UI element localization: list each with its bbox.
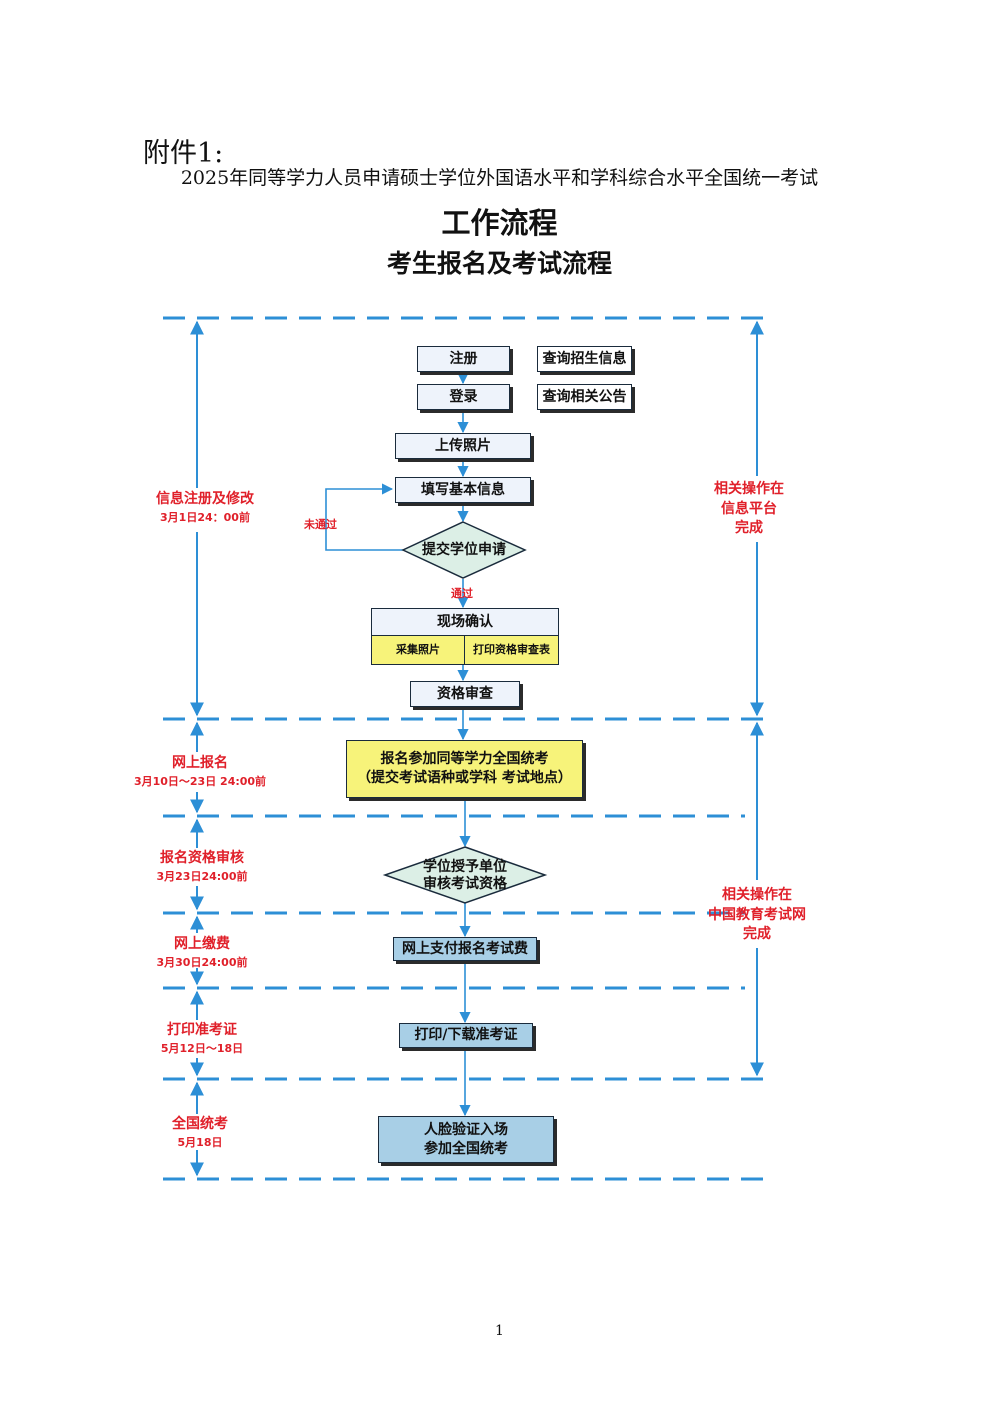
- degree-unit-review-label: 学位授予单位 审核考试资格: [395, 859, 535, 893]
- page-subtitle: 考生报名及考试流程: [386, 249, 612, 278]
- query-enrollment-box: 查询招生信息: [537, 346, 632, 372]
- stage-online-payment: 网上缴费 3月30日24:00前: [132, 936, 272, 970]
- stage-deadline: 3月30日24:00前: [156, 955, 248, 969]
- print-review-form-label: 打印资格审查表: [473, 642, 550, 656]
- note-neea-website: 相关操作在 中国教育考试网 完成: [687, 886, 827, 945]
- stage-separators: [163, 316, 768, 1181]
- collect-photo-box: 采集照片: [371, 635, 465, 665]
- online-signup-box: 报名参加同等学力全国统考 （提交考试语种或学科 考试地点）: [346, 740, 583, 798]
- note-info-platform: 相关操作在 信息平台 完成: [689, 480, 809, 539]
- decision-diamond-review: [382, 846, 548, 904]
- stage-deadline: 3月23日24:00前: [156, 869, 248, 883]
- query-notice-label: 查询相关公告: [542, 388, 627, 405]
- collect-photo-label: 采集照片: [396, 642, 440, 656]
- stage-label: 网上报名: [172, 755, 228, 771]
- stage-deadline: 3月1日24：00前: [160, 510, 250, 524]
- stage-label: 全国统考: [172, 1116, 228, 1132]
- national-exam-box: 人脸验证入场 参加全国统考: [378, 1116, 554, 1163]
- note-line: 完成: [735, 520, 763, 537]
- print-ticket-label: 打印/下载准考证: [414, 1027, 518, 1044]
- note-line: 相关操作在: [714, 481, 784, 497]
- page-number: 1: [495, 1323, 504, 1339]
- login-box: 登录: [417, 384, 510, 410]
- upload-photo-box: 上传照片: [395, 433, 531, 459]
- online-signup-line2: （提交考试语种或学科 考试地点）: [357, 770, 572, 786]
- online-payment-box: 网上支付报名考试费: [393, 937, 537, 961]
- qualification-review-box: 资格审查: [410, 681, 520, 707]
- stage-info-registration: 信息注册及修改 3月1日24：00前: [135, 491, 275, 525]
- query-notice-box: 查询相关公告: [537, 384, 632, 410]
- stage-national-exam: 全国统考 5月18日: [130, 1116, 270, 1150]
- onsite-confirm-label: 现场确认: [437, 613, 493, 630]
- stage-label: 信息注册及修改: [156, 491, 254, 507]
- online-signup-line1: 报名参加同等学力全国统考: [380, 751, 549, 768]
- degree-unit-review-line1: 学位授予单位: [423, 859, 507, 876]
- feedback-arrow: [325, 483, 405, 551]
- stage-online-signup: 网上报名 3月10日～23日 24:00前: [130, 755, 270, 789]
- stage-deadline: 3月10日～23日 24:00前: [133, 774, 267, 788]
- qualification-review-label: 资格审查: [437, 685, 493, 702]
- online-payment-label: 网上支付报名考试费: [402, 940, 528, 957]
- stage-label: 打印准考证: [167, 1022, 237, 1038]
- stage-label: 网上缴费: [174, 936, 230, 952]
- fill-info-box: 填写基本信息: [395, 477, 531, 503]
- query-enrollment-label: 查询招生信息: [542, 350, 627, 367]
- note-line: 完成: [743, 926, 771, 943]
- print-ticket-box: 打印/下载准考证: [399, 1023, 533, 1048]
- login-label: 登录: [449, 388, 478, 405]
- passed-label: 通过: [451, 587, 473, 600]
- degree-unit-review-line2: 审核考试资格: [423, 876, 507, 892]
- submit-degree-label: 提交学位申请: [422, 541, 506, 558]
- attachment-label: 附件1:: [143, 138, 224, 169]
- print-review-form-box: 打印资格审查表: [464, 635, 559, 665]
- document-subtitle: 2025年同等学力人员申请硕士学位外国语水平和学科综合水平全国统一考试: [180, 167, 819, 189]
- note-line: 中国教育考试网: [708, 906, 806, 923]
- not-passed-label: 未通过: [304, 518, 337, 531]
- upload-photo-label: 上传照片: [435, 437, 491, 454]
- register-label: 注册: [449, 350, 478, 367]
- onsite-confirm-box: 现场确认: [371, 608, 559, 635]
- flow-arrows: [325, 372, 471, 1117]
- page-title: 工作流程: [441, 206, 558, 240]
- exam-line2: 参加全国统考: [424, 1140, 508, 1157]
- stage-deadline: 5月18日: [177, 1135, 223, 1149]
- fill-info-label: 填写基本信息: [421, 481, 505, 498]
- stage-label: 报名资格审核: [160, 850, 244, 866]
- note-line: 信息平台: [721, 500, 777, 517]
- register-box: 注册: [417, 346, 510, 372]
- stage-qualification-review: 报名资格审核 3月23日24:00前: [132, 850, 272, 884]
- stage-deadline: 5月12日～18日: [160, 1041, 244, 1055]
- decision-diamond-submit: [401, 521, 527, 579]
- stage-print-ticket: 打印准考证 5月12日～18日: [132, 1022, 272, 1056]
- exam-line1: 人脸验证入场: [424, 1121, 508, 1138]
- note-line: 相关操作在: [722, 887, 792, 903]
